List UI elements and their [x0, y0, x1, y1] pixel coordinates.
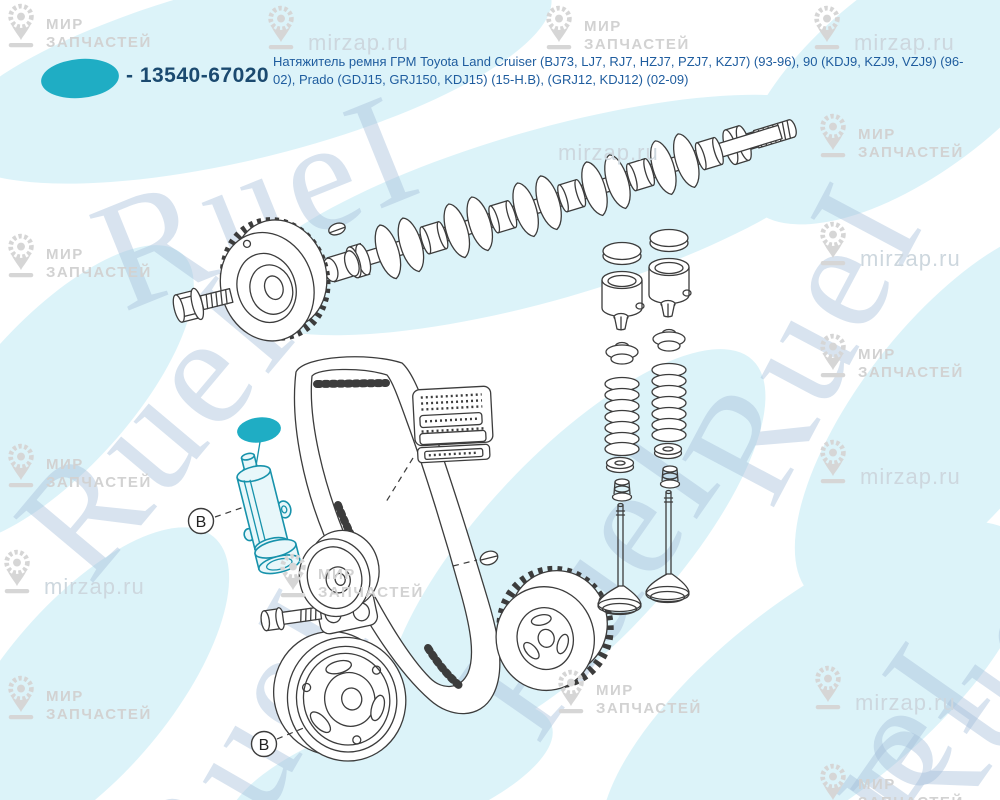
valve-spring-left [604, 376, 640, 457]
woodruff-key-drawing [328, 222, 346, 236]
valve-right-drawing [645, 489, 690, 604]
callout-label-b-top: B [196, 514, 207, 531]
header: - 13540-67020 Натяжитель ремня ГРМ Toyot… [0, 0, 1000, 110]
idler-pulley-drawing [298, 529, 380, 618]
cam-gear-bolt-drawing [172, 287, 234, 323]
crankshaft-pulley-drawing [272, 630, 407, 762]
part-callout-marker[interactable] [236, 415, 283, 445]
crank-key-drawing [452, 550, 499, 567]
cam-journal [419, 221, 449, 255]
label-leader-line [385, 457, 414, 503]
cam-gear-drawing [219, 217, 331, 342]
callout-b-bottom[interactable]: B [250, 726, 307, 758]
part-highlight-ellipse [39, 55, 121, 102]
callout-connector-line [255, 441, 261, 467]
part-number: - 13540-67020 [126, 64, 270, 87]
valve-seal-right [659, 465, 681, 489]
valve-seal-left [611, 478, 633, 502]
crankshaft-gear-drawing [495, 565, 614, 692]
valve-spring-right [651, 362, 687, 443]
valve-train-left-drawing [597, 241, 645, 616]
cam-journal [557, 178, 587, 213]
cam-journal [625, 157, 656, 192]
callout-label-b-bottom: B [259, 737, 270, 754]
idler-bolt-drawing [260, 606, 323, 632]
cam-journal [694, 136, 724, 171]
timing-belt-tensioner-highlighted[interactable] [225, 447, 305, 579]
valve-train-right-drawing [645, 228, 692, 604]
part-title: Натяжитель ремня ГРМ Toyota Land Cruiser… [273, 54, 964, 87]
camshaft-drawing [323, 119, 797, 283]
belt-replacement-label-drawing [412, 385, 494, 464]
cam-journal [488, 200, 518, 234]
callout-b-top[interactable]: B [187, 506, 245, 535]
valve-left-drawing [597, 502, 642, 616]
